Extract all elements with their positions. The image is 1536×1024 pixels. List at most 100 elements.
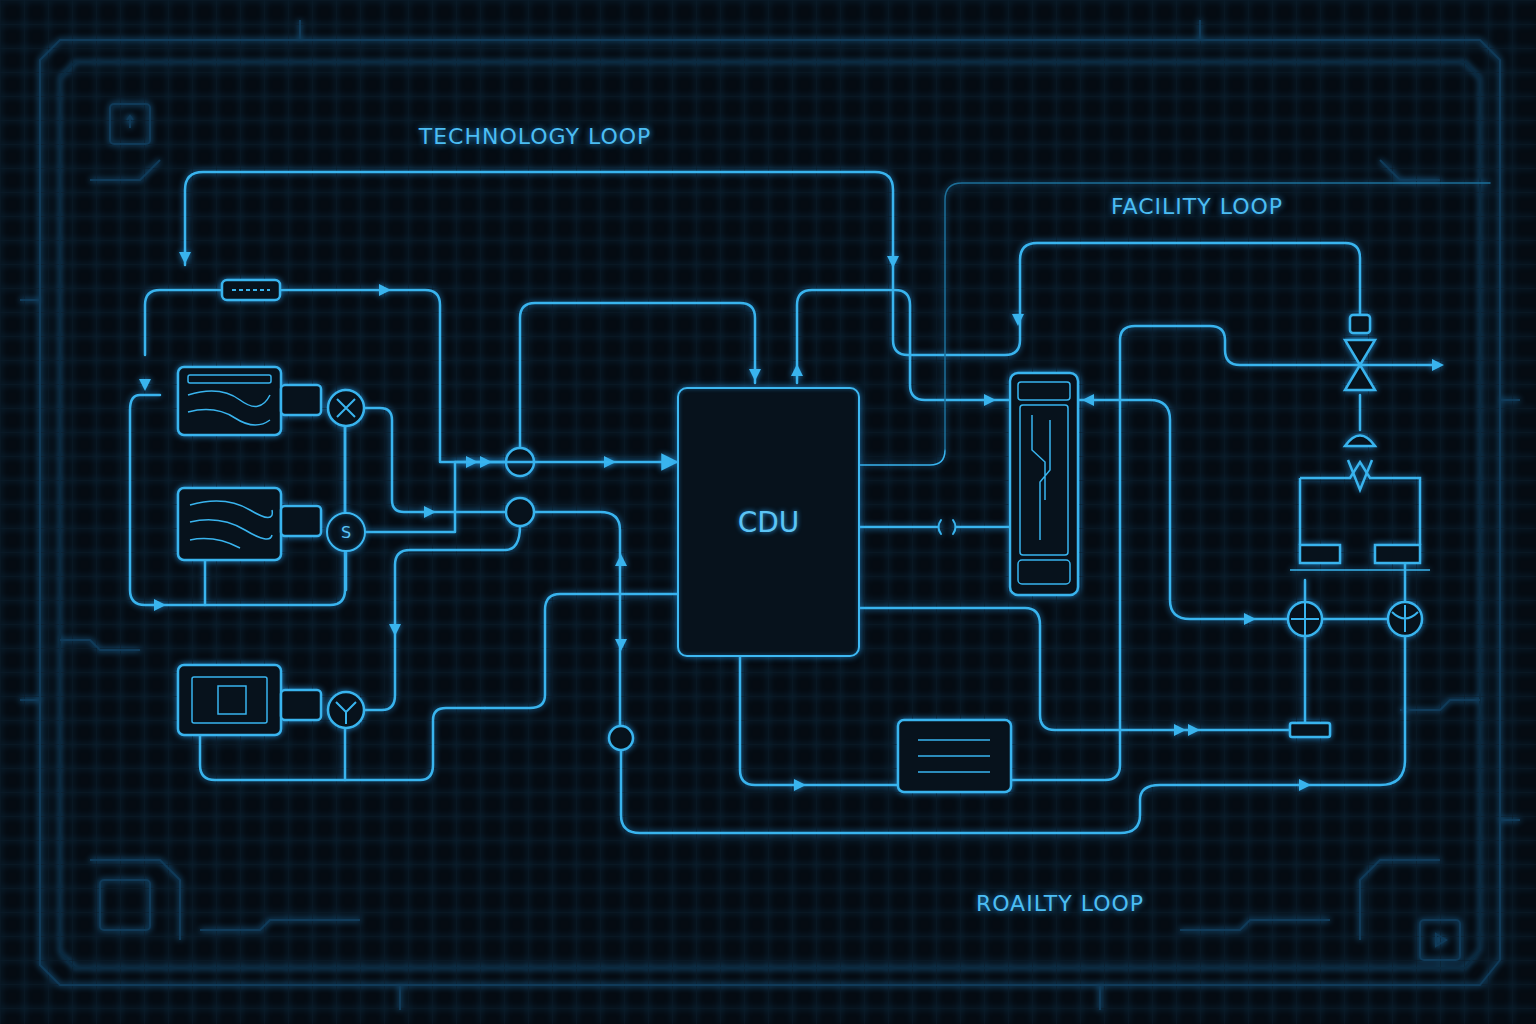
schematic-stroke <box>145 290 505 462</box>
connector <box>281 506 321 536</box>
flow-arrow <box>1188 724 1200 736</box>
pump-housing <box>1300 462 1420 545</box>
schematic-stroke <box>1032 415 1050 540</box>
schematic-stroke <box>1020 405 1068 555</box>
schematic-stroke <box>797 290 1010 400</box>
control-valve <box>1345 340 1375 390</box>
flow-arrow <box>794 779 806 791</box>
pipes <box>130 172 1490 833</box>
schematic-stroke <box>918 740 990 772</box>
server-module <box>178 367 281 435</box>
schematic-stroke <box>1305 560 1405 602</box>
schematic-stroke <box>337 399 355 417</box>
flow-arrow <box>887 256 899 268</box>
schematic-stroke <box>1436 934 1446 946</box>
schematic-stroke <box>60 62 1480 968</box>
equipment <box>178 280 1430 792</box>
schematic-stroke <box>621 636 1405 833</box>
sensor <box>609 726 633 750</box>
splitter-symbol <box>328 692 364 728</box>
flow-arrow <box>1299 779 1311 791</box>
schematic-stroke <box>1392 605 1418 632</box>
flow-arrow <box>791 364 803 376</box>
cdu-box: CDU <box>677 387 860 657</box>
schematic-stroke <box>1018 560 1070 584</box>
schematic-stroke <box>192 677 267 723</box>
schematic-stroke <box>110 104 150 144</box>
flow-arrow <box>1012 314 1024 326</box>
valve-symbol <box>328 390 364 426</box>
schematic-stroke <box>740 657 898 785</box>
loop-label: FACILITY LOOP <box>1111 194 1283 219</box>
flow-arrow <box>389 624 401 636</box>
reservoir-tank <box>898 720 1011 792</box>
schematic-stroke <box>336 702 356 724</box>
node-label: S <box>341 523 351 542</box>
schematic-stroke <box>1078 400 1288 619</box>
flow-arrow <box>749 369 761 381</box>
pump-foot <box>1300 545 1340 563</box>
schematic-stroke <box>90 160 1440 940</box>
junction <box>506 498 534 526</box>
pump-symbol <box>1288 602 1322 636</box>
flow-arrow <box>139 379 151 391</box>
server-module <box>178 488 281 560</box>
coolant-connector <box>366 462 677 532</box>
schematic-stroke <box>1350 315 1370 333</box>
heat-exchanger <box>1010 373 1078 595</box>
schematic-stroke <box>364 408 506 512</box>
schematic-stroke <box>860 450 945 465</box>
schematic-stroke <box>40 40 1500 985</box>
schematic-stroke <box>1359 395 1362 430</box>
schematic-stroke <box>1291 602 1319 636</box>
schematic-stroke <box>127 116 133 128</box>
flow-arrow <box>1244 613 1256 625</box>
frame <box>20 20 1520 1010</box>
schematic-stroke <box>190 501 272 548</box>
schematic-stroke <box>185 172 1360 355</box>
schematic-stroke <box>1018 382 1070 400</box>
connector <box>281 385 321 415</box>
schematic-stroke <box>218 686 246 714</box>
node-label: CDU <box>738 506 800 539</box>
pump-foot <box>1375 545 1420 563</box>
flow-arrow <box>154 599 166 611</box>
actuator <box>1345 436 1375 447</box>
flow-arrow <box>1082 394 1094 406</box>
flow-arrow <box>1432 359 1444 371</box>
schematic-stroke <box>860 608 1290 730</box>
server-module <box>178 665 281 735</box>
schematic-stroke <box>939 520 956 534</box>
flow-arrow <box>615 639 627 651</box>
flow-arrow <box>179 252 191 264</box>
schematic-stroke <box>534 512 620 726</box>
schematic-stroke <box>100 880 150 930</box>
loop-label: TECHNOLOGY LOOP <box>419 124 652 149</box>
flow-arrow <box>1174 724 1186 736</box>
flow-meter <box>222 280 280 300</box>
schematic-stroke <box>20 20 1520 1010</box>
flow-arrow <box>615 554 627 566</box>
schematic-stroke <box>344 728 347 780</box>
schematic-stroke <box>1348 460 1372 490</box>
loop-label: ROAILTY LOOP <box>976 891 1144 916</box>
schematic-stroke <box>1304 636 1307 723</box>
flow-arrow <box>424 506 436 518</box>
schematic-stroke <box>188 391 270 425</box>
flow-arrows <box>139 252 1444 791</box>
schematic-stroke <box>485 594 677 708</box>
schematic-stroke <box>364 526 520 710</box>
schematic-stroke <box>1420 920 1460 960</box>
schematic-stroke <box>1011 326 1435 780</box>
schematic-stroke <box>1290 569 1430 571</box>
connector <box>281 690 321 720</box>
schematic-stroke <box>232 289 270 291</box>
schematic-stroke <box>188 375 271 383</box>
flow-arrow <box>984 394 996 406</box>
schematic-stroke <box>860 526 1010 529</box>
sensor-circle: S <box>326 512 366 552</box>
schematic-stroke <box>1322 618 1388 621</box>
fan-symbol <box>1388 602 1422 636</box>
